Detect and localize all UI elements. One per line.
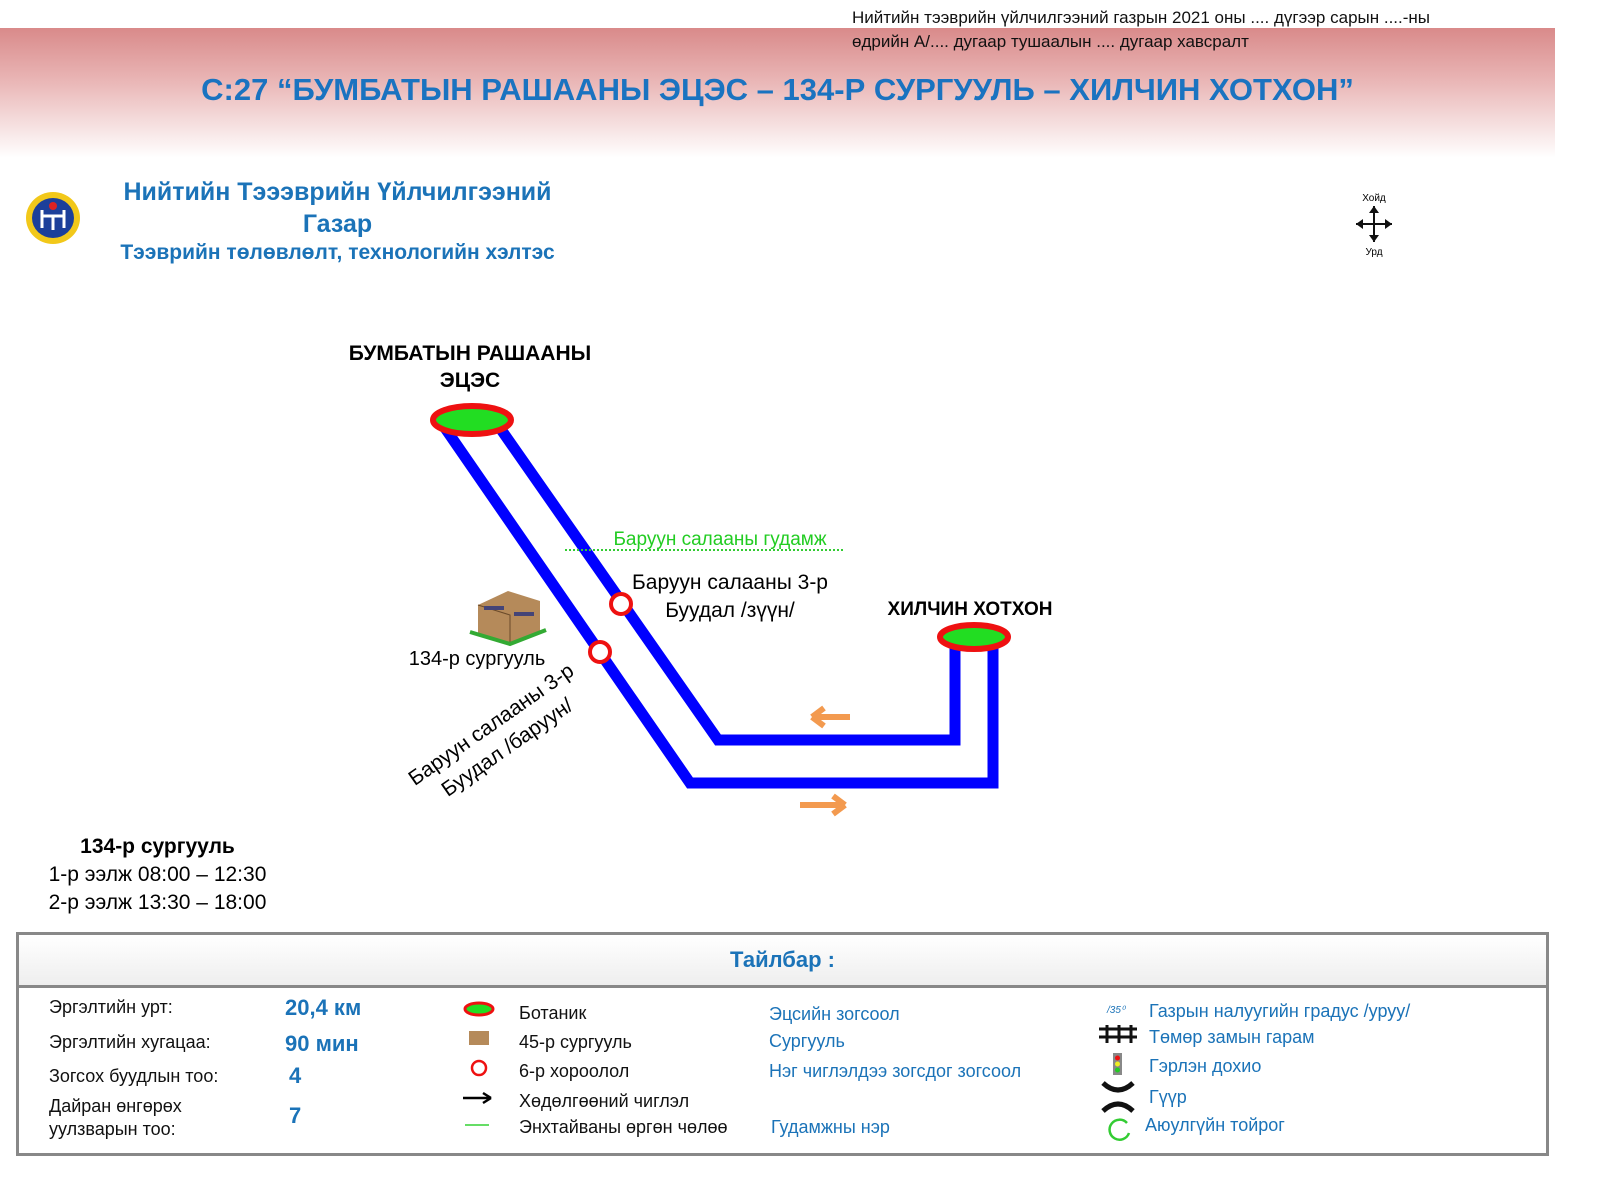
compass-south: Урд	[1365, 247, 1383, 258]
stop-icon	[470, 1059, 488, 1077]
order-note: Нийтийн тээврийн үйлчилгээний газрын 202…	[852, 6, 1562, 54]
legend-slope: Газрын налуугийн градус /уруу/	[1149, 1001, 1411, 1021]
legend-stop-example: 6-р хороолол	[519, 1061, 630, 1081]
compass-arrows-icon	[1356, 206, 1392, 242]
legend-arrow-text: Хөдөлгөөний чиглэл	[519, 1091, 690, 1111]
route-length-value: 20,4 км	[285, 995, 362, 1020]
route-line-outbound	[440, 424, 999, 789]
terminal-a-label-2: ЭЦЭС	[440, 369, 500, 392]
route-length-label: Эргэлтийн урт:	[49, 997, 173, 1017]
school-schedule: 134-р сургууль 1-р ээлж 08:00 – 12:30 2-…	[20, 833, 295, 917]
terminal-b-icon	[937, 622, 1011, 652]
school-icon	[469, 1031, 489, 1045]
legend-extra-icons	[1099, 1025, 1137, 1141]
route-map: БУМБАТЫН РАШААНЫ ЭЦЭС ХИЛЧИН ХОТХОН Бару…	[349, 342, 1053, 817]
route-duration-value: 90 мин	[285, 1031, 359, 1056]
direction-right-arrow-icon	[800, 793, 847, 817]
legend-traffic-light: Гэрлэн дохио	[1149, 1056, 1262, 1076]
legend-school-example: 45-р сургууль	[519, 1032, 632, 1052]
terminal-icon	[463, 1001, 495, 1017]
legend-railway: Төмөр замын гарам	[1149, 1027, 1315, 1047]
stop-east-label-2: Буудал /зүүн/	[665, 599, 795, 622]
terminal-a-icon	[430, 403, 514, 437]
intersections-label: Дайран өнгөрөх уулзварын тоо:	[49, 1096, 182, 1139]
header-band	[0, 28, 1555, 158]
note-line-1: Нийтийн тээврийн үйлчилгээний газрын 202…	[852, 8, 1431, 27]
roundabout-icon	[1108, 1118, 1131, 1141]
compass: Хойд Урд	[1350, 193, 1398, 258]
schedule-school-name: 134-р сургууль	[80, 835, 235, 858]
stop-east-label: Баруун салааны 3-р	[632, 571, 828, 594]
school-building-icon	[469, 591, 547, 647]
stops-count-value: 4	[289, 1063, 302, 1088]
stop-east-icon	[609, 592, 633, 616]
org-name-2: Газар	[302, 210, 373, 238]
school-label: 134-р сургууль	[409, 648, 546, 670]
intersections-value: 7	[289, 1103, 302, 1128]
org-name: Нийтийн Тэээврийн Үйлчилгээний	[123, 178, 552, 206]
legend-terminal-example: Ботаник	[519, 1003, 587, 1023]
route-duration-label: Эргэлтийн хугацаа:	[49, 1032, 211, 1052]
note-line-2: өдрийн А/.... дугаар тушаалын .... дугаа…	[852, 32, 1249, 51]
street-label: Баруун салааны гудамж	[613, 529, 826, 550]
terminal-b-label: ХИЛЧИН ХОТХОН	[888, 599, 1053, 620]
org-logo-icon	[26, 192, 80, 244]
org-department: Тээврийн төлөвлөлт, технологийн хэлтэс	[120, 241, 555, 264]
legend-stop-meaning: Нэг чиглэлдээ зогсдог зогсоол	[769, 1061, 1022, 1081]
legend-school-meaning: Сургууль	[769, 1031, 845, 1051]
legend-panel: Тайлбар : Эргэлтийн урт: 20,4 км Эргэлти…	[16, 932, 1549, 1156]
stop-west-icon	[588, 640, 612, 664]
legend-symbols	[463, 1001, 495, 1126]
stops-count-label: Зогсох буудлын тоо:	[49, 1066, 219, 1086]
slope-icon: /35⁰	[1107, 1005, 1125, 1016]
direction-left-arrow-icon	[810, 705, 850, 729]
legend-bridge: Гүүр	[1149, 1087, 1187, 1107]
legend-title: Тайлбар :	[19, 935, 1546, 988]
shift-1: 1-р ээлж 08:00 – 12:30	[48, 863, 267, 886]
legend-street-meaning: Гудамжны нэр	[771, 1117, 890, 1137]
route-title: С:27 “БУМБАТЫН РАШААНЫ ЭЦЭС – 134-Р СУРГ…	[201, 72, 1354, 107]
shift-2: 2-р ээлж 13:30 – 18:00	[48, 891, 267, 914]
traffic-light-icon	[1113, 1053, 1122, 1075]
railway-crossing-icon	[1099, 1025, 1137, 1043]
compass-north: Хойд	[1362, 193, 1386, 204]
legend-terminal-meaning: Эцсийн зогсоол	[769, 1004, 900, 1024]
legend-roundabout: Аюулгүйн тойрог	[1145, 1115, 1285, 1135]
terminal-a-label: БУМБАТЫН РАШААНЫ	[349, 342, 591, 365]
bridge-icon	[1101, 1081, 1135, 1113]
arrow-icon	[463, 1091, 492, 1105]
route-line-inbound	[495, 424, 961, 746]
legend-street-example: Энхтайваны өргөн чөлөө	[519, 1117, 728, 1137]
